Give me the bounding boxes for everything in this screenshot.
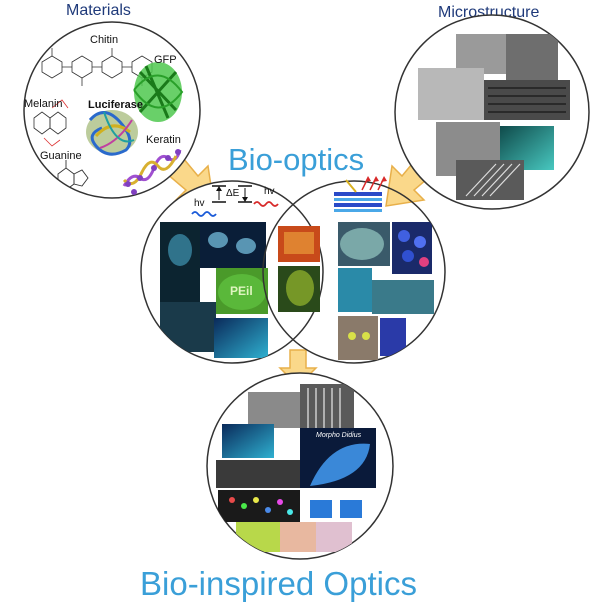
materials-circle bbox=[23, 21, 201, 199]
sem-image-4 bbox=[484, 80, 570, 120]
hv-right-label: hv bbox=[264, 186, 275, 197]
melanin-label: Melanin bbox=[24, 98, 63, 110]
prototype-label: Prototype bbox=[306, 490, 336, 497]
bio-optics-right-circle bbox=[262, 180, 446, 364]
color-swatch-peach bbox=[280, 522, 316, 552]
sem-image-2 bbox=[506, 34, 558, 82]
luciferase-label: Luciferase bbox=[88, 99, 144, 111]
microstructure-circle bbox=[394, 14, 590, 210]
delta-e-label: ΔE bbox=[226, 188, 240, 199]
grating-image bbox=[216, 460, 300, 488]
glowing-leaf-image bbox=[214, 318, 268, 358]
bio-optics-left-circle bbox=[140, 180, 324, 364]
microstructure-heading: Microstructure bbox=[438, 4, 540, 21]
keratin-label: Keratin bbox=[146, 134, 181, 146]
jellyfish-group-image bbox=[200, 222, 266, 268]
sem-nanostructure-image bbox=[248, 392, 306, 428]
thin-film-diagram bbox=[334, 176, 387, 212]
sem-pillars-image bbox=[300, 384, 354, 430]
imprinted-image bbox=[340, 500, 362, 518]
fish-image bbox=[372, 280, 434, 314]
blue-glow-image bbox=[380, 318, 406, 356]
gfp-protein bbox=[133, 62, 184, 122]
chitin-label: Chitin bbox=[90, 34, 119, 46]
sem-image-1 bbox=[456, 34, 506, 74]
scales-image bbox=[338, 268, 372, 312]
bio-inspired-circle bbox=[206, 372, 394, 560]
imprinted-label: Imprinted bbox=[338, 490, 368, 497]
blue-wing-image bbox=[222, 424, 274, 458]
leaf-text-label: PEil bbox=[230, 284, 253, 298]
squid-image bbox=[160, 302, 216, 352]
hv-left-label: hv bbox=[194, 198, 205, 209]
melanin-structure bbox=[33, 99, 69, 147]
color-swatch-pink bbox=[316, 522, 352, 552]
materials-heading: Materials bbox=[66, 2, 131, 19]
morpho-label: Morpho Didius bbox=[316, 432, 362, 439]
luciferase-protein bbox=[86, 110, 138, 156]
sem-image-3 bbox=[418, 68, 484, 120]
bio-inspired-optics-heading: Bio-inspired Optics bbox=[140, 565, 417, 602]
keratin-helix bbox=[122, 149, 182, 195]
prototype-image bbox=[310, 500, 332, 518]
color-swatch-green bbox=[236, 522, 280, 552]
sem-image-7 bbox=[456, 160, 524, 200]
multicolor-pixels-image bbox=[218, 490, 300, 522]
energy-level-diagram bbox=[191, 185, 279, 217]
bio-optics-heading: Bio-optics bbox=[228, 142, 365, 177]
guanine-label: Guanine bbox=[40, 150, 82, 162]
cat-image bbox=[338, 316, 378, 360]
gfp-label: GFP bbox=[154, 54, 177, 66]
